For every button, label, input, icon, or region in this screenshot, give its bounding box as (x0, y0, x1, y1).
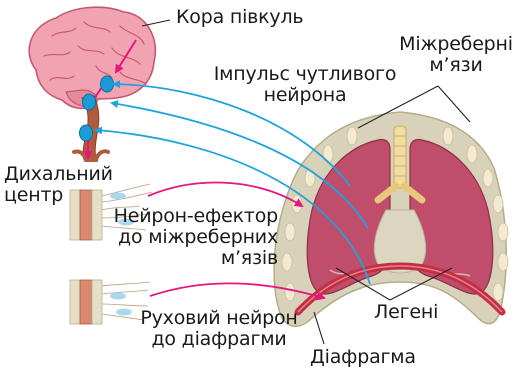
brain-illustration (29, 7, 155, 160)
label-motor-line-2: до діафрагми (128, 329, 310, 350)
label-effector-line-3: м’язів (106, 248, 278, 269)
label-motor-line-1: Руховий нейрон (128, 308, 310, 329)
respiratory-center-neuron (80, 125, 93, 141)
label-lungs: Легені (374, 302, 438, 323)
label-cortex: Кора півкуль (176, 7, 303, 28)
label-effector-line-1: Нейрон-ефектор (106, 206, 278, 227)
label-effector-line-2: до міжреберних (106, 227, 278, 248)
label-respiratory-center: Дихальний центр (4, 164, 113, 206)
relay-neuron (83, 94, 96, 110)
label-diaphragm: Діафрагма (310, 347, 416, 368)
label-intercostal-line-1: Міжреберні (388, 34, 522, 55)
label-sensory-impulse: Імпульс чутливого нейрона (200, 64, 410, 106)
label-respiratory-line-1: Дихальний (4, 164, 113, 185)
label-motor-neuron: Руховий нейрон до діафрагми (128, 308, 310, 350)
label-sensory-line-1: Імпульс чутливого (200, 64, 410, 85)
label-effector-neuron: Нейрон-ефектор до міжреберних м’язів (106, 206, 278, 269)
cortex-neuron (101, 76, 114, 92)
label-respiratory-line-2: центр (4, 185, 113, 206)
label-sensory-line-2: нейрона (200, 85, 410, 106)
